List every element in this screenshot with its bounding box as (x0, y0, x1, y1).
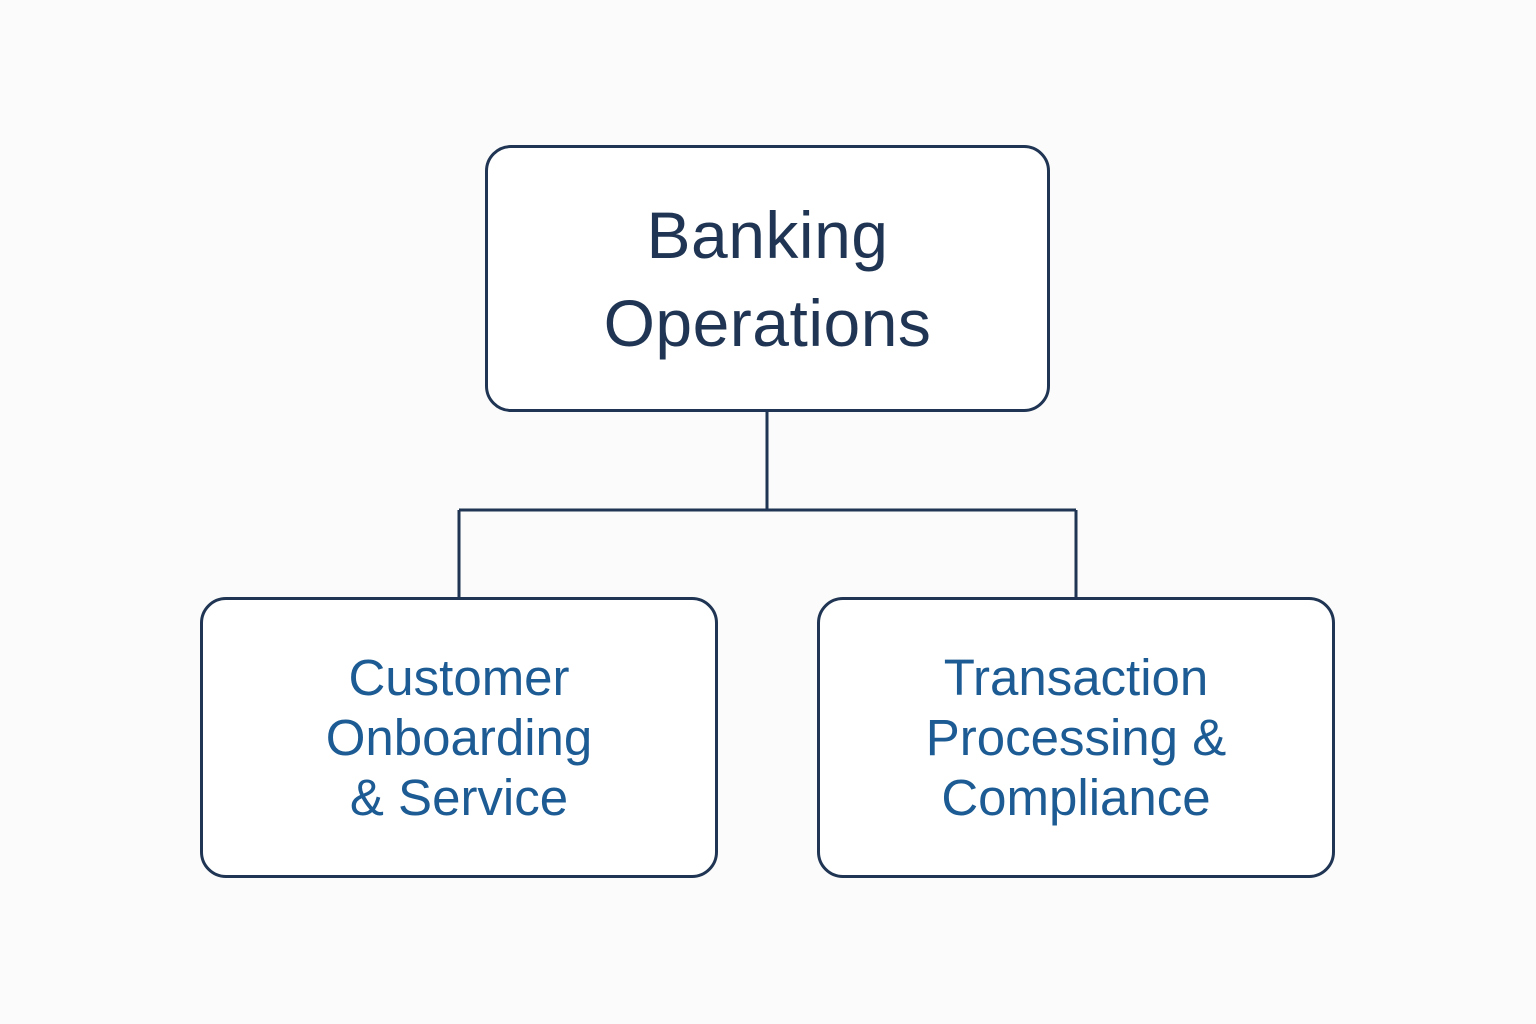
root-node-label-line-1: Banking (646, 197, 889, 272)
child-node-1-label-line-2: Onboarding (325, 708, 593, 766)
root-node-label-line-2: Operations (603, 285, 932, 360)
child-node-2-label-line-1: Transaction (943, 648, 1209, 706)
child-node-1-label-line-3: & Service (349, 768, 569, 826)
child-node-1-label-line-1: Customer (348, 648, 570, 706)
child-node-customer-onboarding: Customer Onboarding & Service (200, 597, 718, 878)
child-node-2-label-line-3: Compliance (941, 768, 1211, 826)
root-node-banking-operations: Banking Operations (485, 145, 1050, 412)
child-node-2-label-line-2: Processing & (925, 708, 1227, 766)
child-node-transaction-processing: Transaction Processing & Compliance (817, 597, 1335, 878)
